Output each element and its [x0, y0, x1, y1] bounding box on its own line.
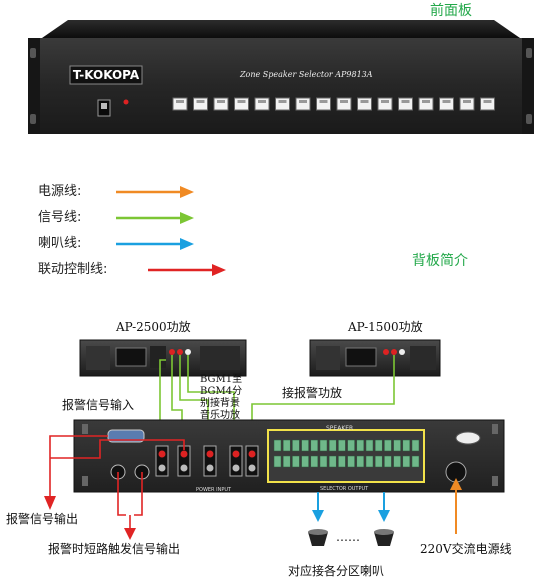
alarm-input-label: 报警信号输入 [62, 398, 135, 412]
zone-button[interactable] [336, 97, 352, 111]
speaker-terminal[interactable] [347, 439, 355, 452]
power-input-label: POWER INPUT [196, 487, 232, 493]
speaker-terminal[interactable] [319, 455, 328, 468]
speaker-terminal[interactable] [273, 439, 282, 452]
front-model-title: Zone Speaker Selector AP9813A [240, 70, 373, 79]
legend-arrow-power [116, 186, 194, 198]
amplifier-right [309, 339, 441, 377]
speaker-terminal[interactable] [402, 455, 411, 468]
zone-button[interactable] [357, 97, 372, 111]
speaker-terminal[interactable] [384, 439, 392, 452]
speaker-terminal[interactable] [292, 455, 300, 468]
zone-button[interactable] [480, 97, 495, 111]
legend-label-speaker: 喇叭线: [38, 236, 82, 251]
speaker-terminal[interactable] [365, 455, 374, 468]
speakers-label: 对应接各分区喇叭 [288, 564, 385, 578]
bgm-note-line-4: 音乐功放 [200, 410, 240, 421]
speaker-terminal[interactable] [384, 455, 392, 468]
power-line-label: 220V交流电源线 [420, 542, 512, 556]
front-panel-title: 前面板 [430, 3, 472, 19]
speaker-terminal[interactable] [319, 439, 328, 452]
speaker-terminal[interactable] [328, 455, 337, 468]
zone-button[interactable] [213, 97, 229, 111]
alarm-amp-label: 接报警功放 [282, 386, 343, 400]
speaker-terminal[interactable] [402, 439, 411, 452]
bgm-note: BGM1至 BGM4分 别接背景 音乐功放 [200, 374, 242, 422]
alarm-output-label: 报警信号输出 [6, 512, 79, 526]
cable-legend: 电源线: 信号线: 喇叭线: 联动控制线: [30, 176, 230, 286]
zone-button[interactable] [439, 97, 454, 111]
speaker-terminal[interactable] [338, 439, 346, 452]
back-panel-diagram [44, 339, 505, 546]
power-led [123, 99, 129, 105]
front-panel-device [28, 20, 534, 134]
speaker-panel-label: SPEAKER [326, 425, 354, 432]
bgm-note-line-1: BGM1至 [200, 374, 243, 385]
zone-button[interactable] [193, 97, 208, 111]
legend-arrow-control [148, 264, 226, 276]
speaker-terminal[interactable] [310, 455, 319, 468]
power-input-terminal[interactable] [203, 445, 217, 477]
legend-label-signal: 信号线: [38, 210, 82, 225]
legend-arrow-signal [116, 212, 194, 224]
speaker-terminal[interactable] [356, 455, 365, 468]
speaker-terminal[interactable] [411, 455, 420, 468]
speaker-terminal[interactable] [292, 439, 300, 452]
speaker-terminal[interactable] [393, 439, 401, 452]
power-input-terminal[interactable] [155, 445, 169, 477]
speaker-terminal[interactable] [365, 439, 374, 452]
brand-logo: T-KOKOPA [72, 68, 140, 82]
speaker-terminal[interactable] [301, 455, 309, 468]
legend-label-control: 联动控制线: [38, 262, 108, 277]
speaker-terminal[interactable] [310, 439, 319, 452]
zone-button[interactable] [275, 97, 290, 111]
zone-button[interactable] [254, 97, 270, 111]
speaker-terminal[interactable] [328, 439, 337, 452]
zone-button[interactable] [172, 97, 188, 111]
zone-button[interactable] [418, 97, 434, 111]
power-input-terminal[interactable] [229, 445, 243, 477]
amplifier-left [79, 339, 247, 377]
zone-button[interactable] [316, 97, 331, 111]
selector-output-label: SELECTOR OUTPUT [320, 486, 369, 492]
zone-button[interactable] [398, 97, 413, 111]
bgm-note-line-2: BGM4分 [200, 386, 243, 397]
speaker-terminal[interactable] [374, 439, 383, 452]
zone-button[interactable] [295, 97, 311, 111]
legend-label-power: 电源线: [38, 184, 82, 199]
zone-button[interactable] [234, 97, 249, 111]
legend-arrow-speaker [116, 238, 194, 250]
amp-left-label: AP-2500功放 [116, 320, 191, 334]
speaker-terminal[interactable] [282, 455, 291, 468]
zone-button[interactable] [459, 97, 475, 111]
speaker-terminal[interactable] [374, 455, 383, 468]
speaker-left-icon [308, 529, 328, 546]
speaker-terminal[interactable] [356, 439, 365, 452]
zone-button[interactable] [377, 97, 393, 111]
speaker-terminal[interactable] [338, 455, 346, 468]
speaker-terminal[interactable] [411, 439, 420, 452]
speaker-terminal[interactable] [393, 455, 401, 468]
speaker-terminal[interactable] [282, 439, 291, 452]
speaker-terminal[interactable] [273, 455, 282, 468]
speaker-terminal[interactable] [347, 455, 355, 468]
speaker-terminal[interactable] [301, 439, 309, 452]
power-input-terminal[interactable] [245, 445, 259, 477]
bgm-note-line-3: 别接背景 [200, 398, 240, 409]
speaker-right-icon [374, 529, 394, 546]
short-trigger-label: 报警时短路触发信号输出 [48, 542, 181, 556]
speaker-dots: …… [336, 530, 360, 544]
back-panel-title: 背板简介 [412, 253, 468, 269]
amp-right-label: AP-1500功放 [348, 320, 423, 334]
back-panel-device [73, 419, 505, 493]
power-input-terminal[interactable] [177, 445, 191, 477]
